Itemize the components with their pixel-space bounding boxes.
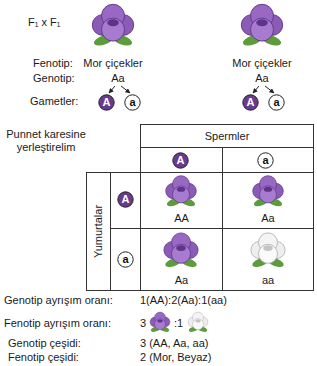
result-value: 3: [140, 317, 146, 330]
table-grid: [86, 124, 314, 291]
instruction-text: Punnet karesine yerleştirelim: [4, 128, 88, 154]
node-text: A: [177, 155, 185, 166]
node-text: AA: [174, 212, 189, 225]
flower-icon: [150, 312, 170, 333]
punnett-cell: AA: [141, 173, 222, 228]
circle-shape: [99, 95, 114, 110]
result-label: Fenotip ayrışım oranı:: [4, 317, 111, 330]
arrow: [109, 86, 115, 93]
node-text: Spermler: [205, 130, 250, 143]
phenotype-text: Mor çiçekler: [232, 57, 291, 70]
flower-icon: [241, 4, 282, 48]
result-label: Fenotip çeşidi:: [8, 351, 79, 364]
node-text: a: [273, 97, 279, 108]
node-text: a: [262, 155, 268, 166]
result-label: Genotip çeşidi:: [8, 337, 81, 350]
header-cell: Spermler: [141, 125, 313, 147]
punnett-cell: aa: [223, 229, 313, 290]
gamete-circle: a: [124, 94, 141, 111]
gamete-circle: a: [268, 94, 285, 111]
node-text: A: [247, 97, 255, 108]
gamete-circle: A: [172, 152, 189, 169]
cross-label: F₁ x F₁: [28, 16, 60, 29]
result-label: Genotip ayrışım oranı:: [4, 294, 113, 307]
gamete-circle: A: [117, 191, 134, 208]
result-value: 3 (AA, Aa, aa): [140, 337, 208, 350]
circle-shape: [258, 153, 273, 168]
node-text: Aa: [261, 212, 274, 225]
grid-line: [313, 124, 314, 291]
gamete-circle: A: [98, 94, 115, 111]
arrow: [265, 86, 274, 93]
row-label: Fenotip:: [33, 57, 73, 70]
circle-shape: [269, 95, 284, 110]
node-text: A: [122, 194, 130, 205]
gamete-circle: A: [242, 94, 259, 111]
grid-line: [140, 124, 141, 291]
flower-icon: [251, 233, 285, 269]
grid-line: [110, 172, 111, 291]
flower-icon: [92, 4, 133, 48]
genotype-text: Aa: [111, 72, 124, 85]
grid-line: [86, 290, 314, 291]
node-text: a: [122, 254, 128, 265]
gamete-arrows: [109, 86, 274, 93]
flower-icon: [188, 312, 208, 333]
grid-line: [86, 172, 87, 291]
arrow: [253, 86, 259, 93]
node-text: a: [129, 97, 135, 108]
header-cell: Yumurtalar: [70, 173, 127, 290]
circle-shape: [118, 192, 133, 207]
circle-shape: [173, 153, 188, 168]
grid-line: [140, 124, 314, 125]
node-text: Aa: [175, 274, 188, 287]
result-value: 1(AA):2(Aa):1(aa): [140, 294, 227, 307]
row-label: Gametler:: [30, 95, 78, 108]
result-value: :1: [174, 317, 183, 330]
genotype-text: Aa: [255, 72, 268, 85]
circle-shape: [243, 95, 258, 110]
gamete-circle: a: [257, 152, 274, 169]
grid-line: [222, 147, 223, 291]
gamete-circle: a: [117, 251, 134, 268]
flower-icon: [253, 176, 284, 208]
circle-shape: [125, 95, 140, 110]
flower-icon: [166, 176, 197, 208]
arrow: [121, 86, 130, 93]
circle-shape: [118, 252, 133, 267]
grid-line: [86, 172, 314, 173]
result-value: 2 (Mor, Beyaz): [140, 351, 212, 364]
flower-icon: [164, 233, 198, 269]
node-text: A: [103, 97, 111, 108]
node-text: Yumurtalar: [92, 205, 105, 258]
node-text: aa: [262, 274, 274, 287]
phenotype-text: Mor çiçekler: [83, 57, 142, 70]
grid-line: [140, 147, 314, 148]
row-label: Genotip:: [33, 72, 75, 85]
punnett-cell: Aa: [141, 229, 222, 290]
punnett-cell: Aa: [223, 173, 313, 228]
